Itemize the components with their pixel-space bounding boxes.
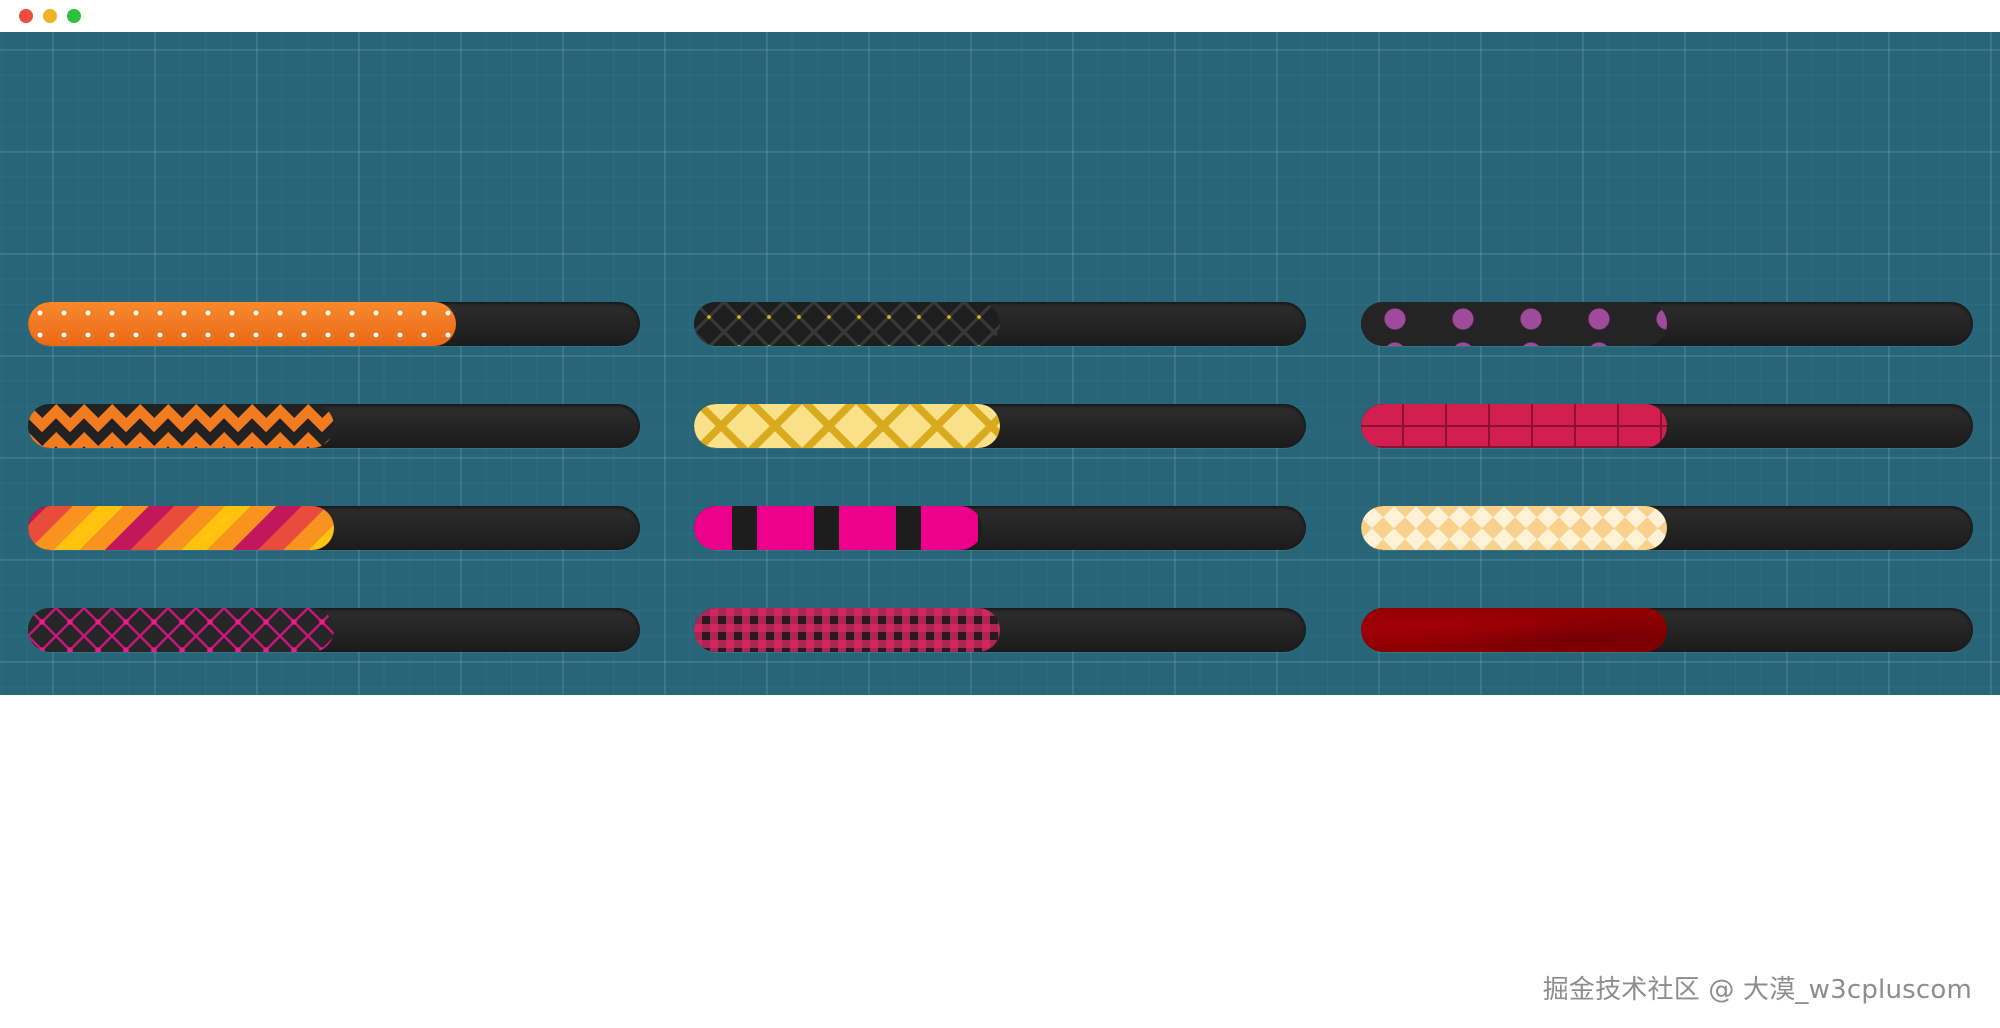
progress-bar-dark-grid-pink — [28, 608, 640, 652]
window-titlebar — [0, 0, 2000, 33]
progress-bar-orange-zigzag — [28, 404, 640, 448]
progress-bar-red-brick — [1361, 404, 1973, 448]
progress-fill-diagonal-stripes — [28, 506, 334, 550]
progress-bar-dark-red — [1361, 608, 1973, 652]
progress-bar-purple-dots — [1361, 302, 1973, 346]
progress-bar-magenta-blocks — [694, 506, 1306, 550]
close-window-button[interactable] — [19, 9, 33, 23]
progress-bar-peach-plaid — [1361, 506, 1973, 550]
progress-bar-pink-plaid — [694, 608, 1306, 652]
progress-fill-peach-plaid — [1361, 506, 1667, 550]
progress-fill-dark-grid-pink — [28, 608, 334, 652]
demo-canvas — [0, 32, 2000, 695]
progress-fill-purple-dots — [1361, 302, 1667, 346]
watermark-text: 掘金技术社区 @ 大漠_w3cpluscom — [1542, 975, 1972, 1005]
progress-bar-yellow-lattice — [694, 404, 1306, 448]
minimize-window-button[interactable] — [43, 9, 57, 23]
progress-fill-dark-red — [1361, 608, 1667, 652]
progress-bar-orange-dots — [28, 302, 640, 346]
progress-fill-pink-plaid — [694, 608, 1000, 652]
zoom-window-button[interactable] — [67, 9, 81, 23]
progress-fill-yellow-lattice — [694, 404, 1000, 448]
progress-fill-orange-zigzag — [28, 404, 334, 448]
progress-fill-magenta-blocks — [694, 506, 982, 550]
progress-fill-dark-diamond — [694, 302, 1000, 346]
progress-bar-diagonal-stripes — [28, 506, 640, 550]
progress-bar-dark-diamond — [694, 302, 1306, 346]
progress-fill-red-brick — [1361, 404, 1667, 448]
progress-fill-orange-dots — [28, 302, 456, 346]
